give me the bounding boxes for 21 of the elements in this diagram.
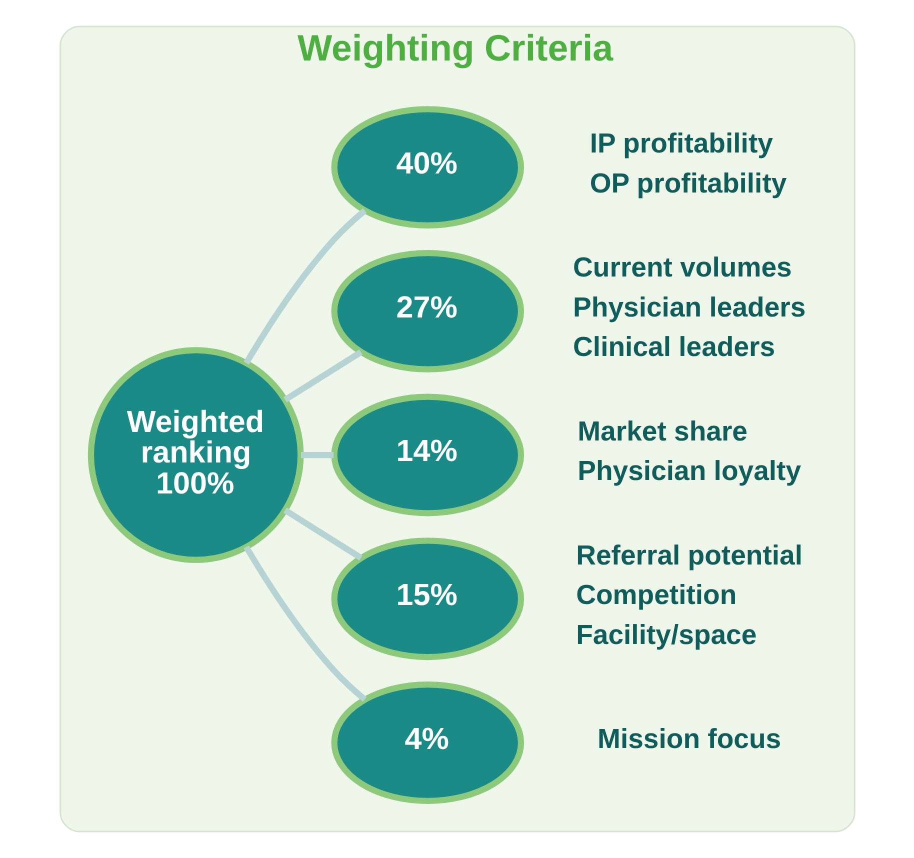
node-label: Current volumes <box>572 252 792 283</box>
node-label: Facility/space <box>576 618 756 650</box>
connector <box>283 350 362 402</box>
node-ellipse: 14% <box>330 394 524 516</box>
node-ellipse: 15% <box>330 538 524 660</box>
node-circle: Weighted ranking 100% <box>87 347 304 563</box>
connector <box>243 545 366 702</box>
node-ellipse: 40% <box>330 106 524 229</box>
node-label: Physician loyalty <box>577 455 801 486</box>
node-label: Physician leaders <box>572 291 806 322</box>
node-label: OP profitability <box>589 167 786 198</box>
node-label: Market share <box>577 415 748 446</box>
node-label: Clinical leaders <box>572 331 775 362</box>
node-label: Mission focus <box>597 722 781 754</box>
node-label: Referral potential <box>576 539 802 570</box>
node-ellipse: 27% <box>330 250 524 372</box>
node-ellipse: 4% <box>330 682 524 804</box>
node-label: IP profitability <box>589 128 772 159</box>
connector <box>243 208 366 365</box>
node-label: Competition <box>576 579 736 610</box>
connector <box>283 508 362 560</box>
